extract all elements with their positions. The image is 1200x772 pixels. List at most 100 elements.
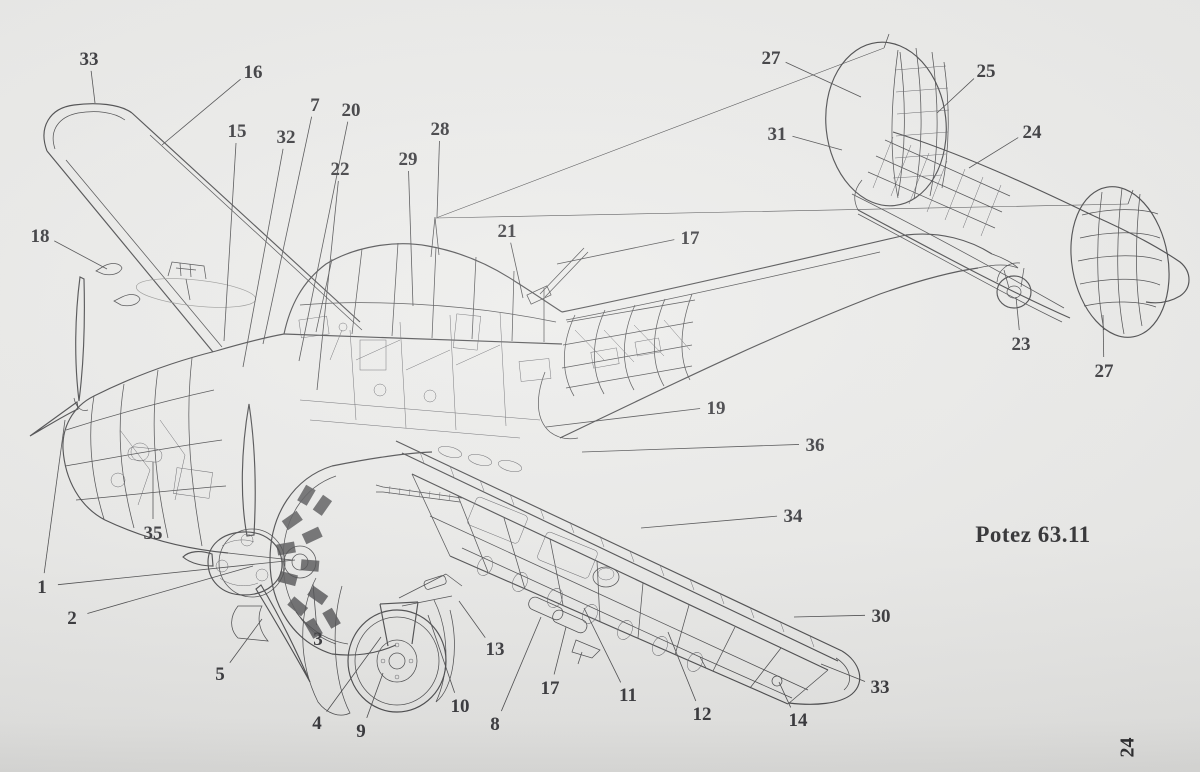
callout-24-23: 24	[968, 122, 1042, 169]
leader-line	[553, 626, 567, 675]
callout-number: 7	[310, 95, 320, 116]
callout-number: 30	[872, 606, 891, 627]
antenna-mast	[430, 216, 440, 258]
df-loop-bracket	[167, 261, 207, 301]
propeller	[182, 403, 311, 683]
leader-line	[785, 61, 862, 98]
callout-32-31: 32	[242, 127, 296, 368]
callout-number: 1	[37, 577, 47, 598]
callout-number: 3	[313, 629, 323, 650]
antenna-wire	[435, 203, 1129, 219]
leader-line	[408, 170, 414, 307]
leader-line	[936, 78, 975, 114]
callout-number: 15	[228, 121, 247, 142]
callout-number: 10	[451, 696, 470, 717]
leader-line	[1102, 314, 1105, 358]
antenna-wire	[435, 47, 885, 219]
leader-line	[366, 672, 384, 719]
leader-line	[640, 515, 778, 529]
leader-line	[778, 681, 792, 708]
callout-18-17: 18	[31, 226, 108, 270]
leader-line	[501, 616, 542, 712]
left-fin-rudder	[825, 33, 950, 207]
leader-line	[968, 137, 1019, 169]
callout-27-25: 27	[762, 48, 862, 98]
main-wheel	[347, 609, 447, 713]
callout-1-0: 1	[37, 419, 296, 598]
glazed-nose	[62, 350, 293, 561]
callout-2-1: 2	[67, 565, 254, 629]
callout-number: 17	[541, 678, 561, 699]
leader-line	[326, 636, 382, 712]
tail-wheel	[996, 262, 1032, 309]
callout-number: 5	[215, 664, 225, 685]
callout-number: 21	[498, 221, 517, 242]
leader-line	[667, 631, 697, 702]
callout-number: 19	[707, 398, 726, 419]
callout-number: 11	[619, 685, 637, 706]
callout-number: 35	[144, 523, 163, 544]
leader-line	[427, 614, 456, 693]
engine-nacelle	[231, 451, 433, 656]
callout-22-21: 22	[316, 159, 350, 391]
nose-camera	[127, 446, 163, 463]
dinghy-outline	[135, 278, 257, 308]
callout-11-9: 11	[583, 607, 637, 706]
leader-line	[556, 239, 675, 265]
callout-17-16: 17	[541, 626, 567, 699]
carburettor-intake	[231, 605, 269, 642]
left-wing	[43, 103, 363, 353]
cockpit-canopy	[283, 242, 563, 345]
gear-door	[433, 599, 455, 703]
callout-3-2: 3	[312, 583, 323, 650]
callout-13-11: 13	[458, 600, 505, 660]
callout-33-33: 33	[820, 663, 890, 698]
left-propeller	[29, 276, 89, 437]
leader-line	[436, 140, 440, 218]
callout-20-19: 20	[298, 100, 361, 362]
underwing-bombs	[528, 596, 601, 665]
callout-33-32: 33	[80, 49, 99, 104]
right-wing-cutaway	[375, 440, 861, 705]
callout-number: 28	[431, 119, 450, 140]
callout-number: 17	[681, 228, 701, 249]
leader-line	[298, 121, 349, 362]
callout-number: 14	[789, 710, 809, 731]
callout-8-6: 8	[490, 616, 542, 735]
leader-line	[90, 70, 96, 104]
callout-number: 12	[693, 704, 712, 725]
callout-27-26: 27	[1095, 314, 1115, 382]
page-number: 24	[1116, 737, 1139, 758]
leader-line	[820, 663, 866, 682]
callout-number: 4	[312, 713, 322, 734]
landing-light	[113, 294, 141, 307]
leader-line	[581, 444, 800, 453]
callout-number: 36	[806, 435, 825, 456]
callout-number: 27	[762, 48, 782, 69]
leader-line	[793, 614, 866, 618]
callout-number: 18	[31, 226, 50, 247]
callout-16-14: 16	[161, 62, 263, 146]
callout-4-3: 4	[312, 636, 382, 734]
callout-19-18: 19	[545, 398, 726, 428]
leader-line	[458, 600, 486, 638]
leader-line	[161, 78, 241, 146]
callout-number: 33	[80, 49, 99, 70]
callout-29-28: 29	[399, 149, 418, 307]
callout-5-4: 5	[215, 618, 263, 685]
dorsal-machine-gun	[526, 247, 589, 305]
callout-number: 13	[486, 639, 505, 660]
callout-number: 27	[1095, 361, 1115, 382]
leader-line	[229, 618, 263, 663]
callout-31-30: 31	[768, 124, 843, 151]
gear-door	[302, 577, 351, 716]
antenna	[430, 47, 1129, 258]
spinner-hub	[207, 531, 283, 596]
callout-number: 23	[1012, 334, 1031, 355]
leader-line	[316, 180, 339, 391]
leader-line	[242, 148, 284, 368]
leader-line	[792, 135, 843, 151]
callout-number: 33	[871, 677, 890, 698]
callout-10-8: 10	[427, 614, 470, 717]
callout-12-10: 12	[667, 631, 712, 725]
